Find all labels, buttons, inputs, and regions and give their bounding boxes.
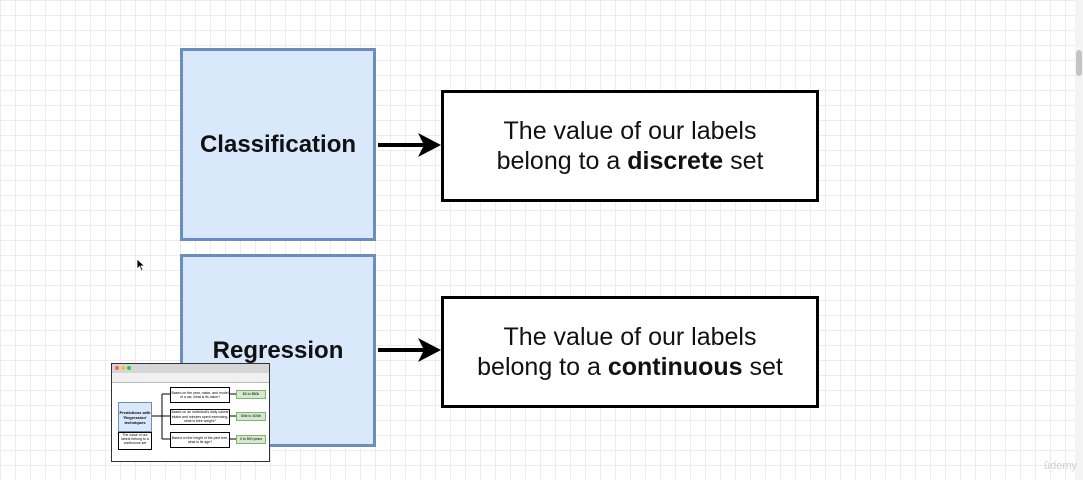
classification-label: Classification	[199, 130, 357, 158]
classification-description-line2: belong to a discrete set	[496, 147, 764, 175]
thumbnail-answer-1: $0 to $80k	[236, 390, 266, 399]
thumbnail-sub-box: The value of our labels belong to a cont…	[118, 432, 152, 450]
thumbnail-question-2: Based on an individual's daily calorie i…	[170, 409, 230, 425]
classification-box[interactable]: Classification	[180, 48, 376, 241]
regression-description-line1: The value of our labels	[503, 323, 757, 351]
thumbnail-question-1: Based on the year, make, and model of a …	[170, 387, 230, 403]
classification-arrowhead	[418, 133, 441, 157]
udemy-watermark: ûdemy	[1043, 460, 1077, 472]
classification-description-line1: The value of our labels	[503, 117, 757, 145]
vertical-scrollbar[interactable]	[1075, 0, 1083, 480]
classification-keyword: discrete	[627, 147, 724, 175]
thumbnail-answer-3: 0 to 500 years	[236, 435, 266, 444]
regression-keyword: continuous	[607, 353, 743, 381]
regression-description-box[interactable]: The value of our labels belong to a cont…	[441, 296, 819, 408]
thumbnail-main-box: Predictions with 'Regression' techniques	[118, 402, 152, 432]
regression-description-line2: belong to a continuous set	[477, 353, 783, 381]
mouse-cursor-icon	[136, 258, 146, 272]
regression-arrowhead	[418, 338, 441, 362]
thumbnail-close-dot	[115, 366, 119, 370]
classification-description-box[interactable]: The value of our labels belong to a disc…	[441, 90, 819, 202]
slide-thumbnail-preview[interactable]: Predictions with 'Regression' techniques…	[111, 363, 270, 462]
scrollbar-thumb[interactable]	[1076, 50, 1082, 76]
thumbnail-minimize-dot	[121, 366, 125, 370]
regression-label: Regression	[212, 336, 344, 364]
thumbnail-toolbar	[112, 373, 269, 383]
thumbnail-question-3: Based on the height of the pine tree, wh…	[170, 432, 230, 448]
thumbnail-maximize-dot	[127, 366, 131, 370]
thumbnail-answer-2: 80lb to 400lb	[236, 412, 266, 421]
